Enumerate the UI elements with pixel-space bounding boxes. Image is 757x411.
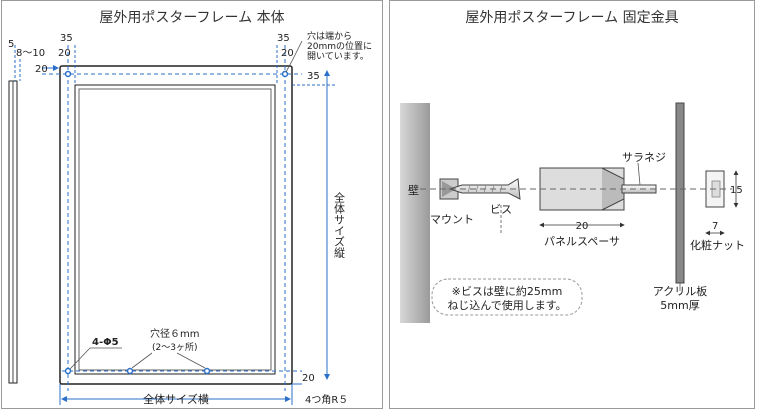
mounting-holes (64, 70, 289, 375)
hole-note-line3: 開いています。 (307, 51, 369, 62)
screw-label: ビス (490, 203, 512, 216)
hole-note-line2: 20mmの位置に (307, 40, 372, 52)
dim-left-35: 35 (60, 33, 73, 44)
countersunk-screw-label: サラネジ (622, 151, 666, 164)
acrylic-label-line2: 5mm厚 (660, 299, 699, 312)
acrylic-plate (675, 102, 685, 284)
dim-8-10: 8～10 (16, 48, 45, 59)
nut-width-label: 7 (712, 221, 718, 232)
hole-size-line1: 穴径６mm (150, 327, 199, 340)
screw-note-line2: ねじ込んで使用します。 (447, 299, 566, 312)
mounting-hardware-diagram: 壁 マウント ビス 20 パネルスペーサ サラネジ 15 7 化粧ナット アクリ… (400, 102, 745, 323)
nut-label: 化粧ナット (690, 238, 745, 252)
dim-left-20: 20 (58, 48, 71, 59)
wall-label: 壁 (408, 183, 419, 197)
frame-body-panel: 屋外用ポスターフレーム 本体 (1, 0, 383, 409)
frame-body-title: 屋外用ポスターフレーム 本体 (99, 10, 285, 26)
width-label: 全体サイズ横 (143, 392, 209, 406)
dim-right-35: 35 (277, 33, 290, 44)
frame-window (74, 84, 276, 375)
frame-body-diagram: 5 8～10 35 20 35 20 20 35 20 穴は端から 20mmの位… (8, 30, 372, 406)
dim-side-35: 35 (307, 71, 320, 82)
screw-note-bubble (431, 278, 583, 316)
side-profile (8, 80, 18, 384)
dim-right-20: 20 (281, 48, 294, 59)
acrylic-label-line1: アクリル板 (653, 284, 707, 298)
dim-bottom-20: 20 (302, 373, 315, 384)
dim-5: 5 (8, 39, 14, 50)
hole-spec: 4-Φ5 (92, 337, 119, 348)
corner-label: 4つ角R５ (305, 394, 348, 406)
height-label: 全体サイズ縦 (333, 191, 346, 259)
spacer-dim-label: 20 (576, 221, 589, 232)
mount-label: マウント (430, 213, 474, 226)
hole-size-line2: (2～3ヶ所) (152, 342, 197, 353)
nut-height-label: 15 (730, 185, 743, 196)
mounting-hardware-panel: 屋外用ポスターフレーム 固定金具 (389, 0, 755, 409)
mounting-hardware-title: 屋外用ポスターフレーム 固定金具 (465, 10, 679, 26)
screw-note-line1: ※ビスは壁に約25mm (452, 284, 563, 298)
dim-side-20: 20 (35, 64, 48, 75)
hole-note-line1: 穴は端から (307, 30, 352, 42)
spacer-label: パネルスペーサ (544, 235, 620, 248)
wall (400, 103, 430, 323)
